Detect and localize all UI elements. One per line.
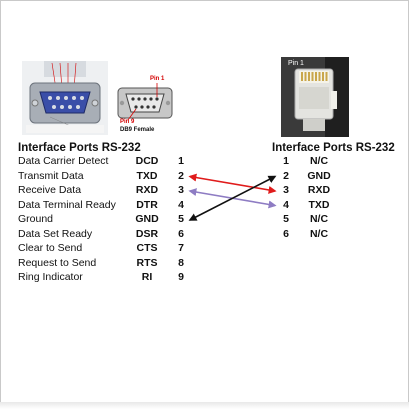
right-table-row: 4 TXD <box>280 199 360 213</box>
signal-label: Data Carrier Detect <box>18 155 109 167</box>
db9-pin9-label: Pin 9 <box>120 119 135 125</box>
rj45-pin-number: 5 <box>283 213 289 225</box>
signal-abbr: DCD <box>135 155 159 167</box>
left-table-row: Data Terminal Ready DTR 4 <box>18 199 193 213</box>
wire-pin5-to-pin2 <box>188 175 277 221</box>
right-table-row: 1 N/C <box>280 155 360 169</box>
rj45-pin-number: 1 <box>283 155 289 167</box>
rj45-pin1-label: Pin 1 <box>288 60 304 67</box>
db9-pin-number: 2 <box>178 169 184 182</box>
right-table-heading: Interface Ports RS-232 <box>272 142 395 154</box>
signal-label: Ring Indicator <box>18 271 83 283</box>
signal-label: Data Terminal Ready <box>18 198 116 211</box>
right-table-row: 3 RXD <box>280 184 360 198</box>
rj45-signal-abbr: GND <box>307 169 331 182</box>
signal-label: Clear to Send <box>18 242 83 254</box>
signal-abbr: RXD <box>135 184 159 196</box>
left-table-row: Data Carrier Detect DCD 1 <box>18 155 193 169</box>
signal-abbr: DTR <box>136 198 158 211</box>
left-table-row: Ring Indicator RI 9 <box>18 271 193 285</box>
signal-label: Ground <box>18 213 54 225</box>
rj45-signal-abbr: RXD <box>307 184 331 196</box>
rj45-signal-abbr: N/C <box>309 213 329 225</box>
db9-caption: DB9 Female <box>120 127 155 133</box>
bottom-edge <box>0 402 409 409</box>
left-table-row: Request to Send RTS 8 <box>18 257 193 271</box>
rj45-pin-number: 2 <box>283 169 289 182</box>
signal-label: Transmit Data <box>18 169 84 182</box>
rj45-signal-abbr: N/C <box>309 155 329 167</box>
rj45-signal-abbr: TXD <box>308 198 330 211</box>
signal-abbr: RTS <box>136 256 158 269</box>
left-table-row: Transmit Data TXD 2 <box>18 170 193 184</box>
left-table-row: Ground GND 5 <box>18 213 193 227</box>
right-table-row: 5 N/C <box>280 213 360 227</box>
rj45-pin-number: 4 <box>283 198 289 211</box>
db9-connector-photo <box>22 61 108 135</box>
db9-pin-number: 7 <box>178 242 184 254</box>
db9-pin-number: 1 <box>178 155 184 167</box>
left-table-row: Receive Data RXD 3 <box>18 184 193 198</box>
rj45-pin-number: 3 <box>283 184 289 196</box>
rj45-pin-number: 6 <box>283 227 289 240</box>
signal-abbr: RI <box>141 271 153 283</box>
db9-pin-number: 6 <box>178 227 184 240</box>
db9-pin1-label: Pin 1 <box>150 76 165 82</box>
signal-abbr: TXD <box>136 169 158 182</box>
signal-abbr: DSR <box>135 227 159 240</box>
left-table-row: Clear to Send CTS 7 <box>18 242 193 256</box>
signal-label: Request to Send <box>18 256 97 269</box>
right-table-row: 2 GND <box>280 170 360 184</box>
rj45-connector-photo <box>281 57 349 137</box>
signal-abbr: CTS <box>136 242 158 254</box>
signal-label: Data Set Ready <box>18 227 93 240</box>
db9-pin-number: 8 <box>178 256 184 269</box>
db9-female-drawing <box>114 74 176 134</box>
left-table-heading: Interface Ports RS-232 <box>18 142 141 154</box>
db9-pin-number: 9 <box>178 271 184 283</box>
rj45-signal-abbr: N/C <box>309 227 329 240</box>
right-table-row: 6 N/C <box>280 228 360 242</box>
db9-pin-number: 3 <box>178 184 184 196</box>
signal-label: Receive Data <box>18 184 82 196</box>
db9-pin-number: 5 <box>178 213 184 225</box>
db9-pin-number: 4 <box>178 198 184 211</box>
signal-abbr: GND <box>135 213 159 225</box>
left-table-row: Data Set Ready DSR 6 <box>18 228 193 242</box>
